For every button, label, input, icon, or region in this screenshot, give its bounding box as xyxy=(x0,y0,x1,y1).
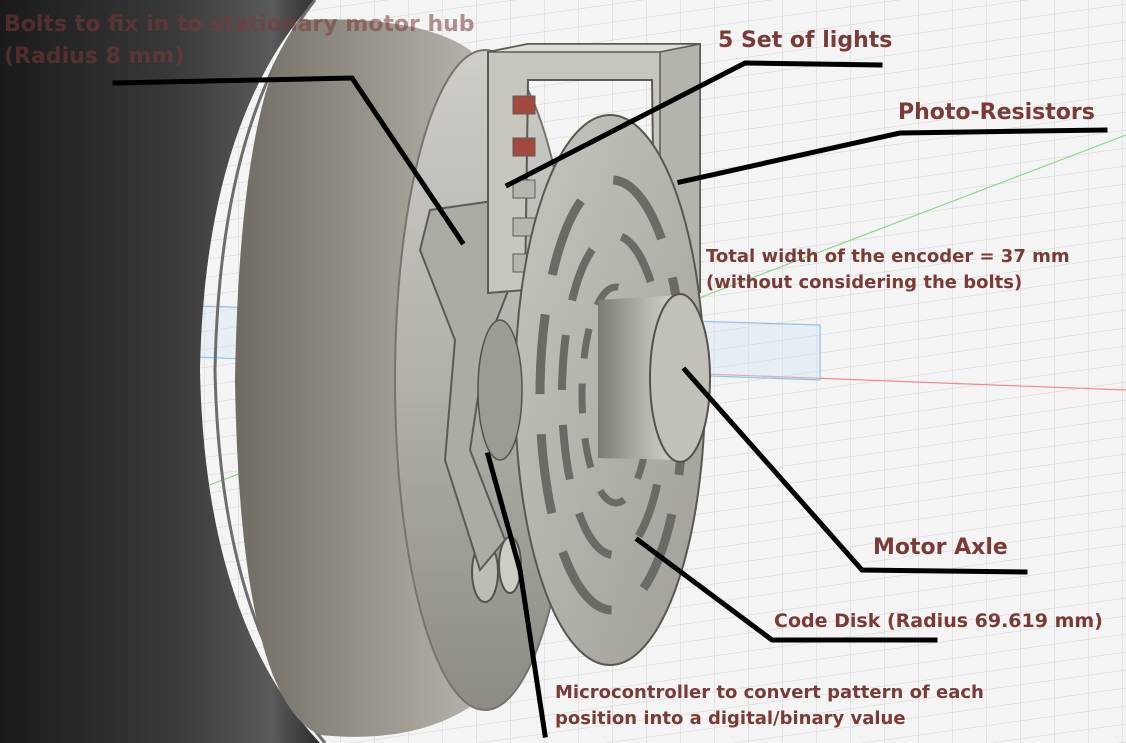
light-3 xyxy=(512,179,536,199)
leader-bolts xyxy=(112,75,466,246)
leader-lights xyxy=(504,60,883,189)
light-2 xyxy=(512,137,536,157)
leader-photo-resistors xyxy=(677,127,1108,185)
light-1 xyxy=(512,95,536,115)
label-bolts-line2: (Radius 8 mm) xyxy=(4,44,185,69)
label-width-line1: Total width of the encoder = 37 mm xyxy=(706,246,1070,267)
label-photo-resistors: Photo-Resistors xyxy=(898,100,1095,125)
leader-motor-axle xyxy=(681,366,1028,575)
label-micro-line2: position into a digital/binary value xyxy=(555,708,906,729)
wheel-tire xyxy=(0,0,320,743)
label-micro-line1: Microcontroller to convert pattern of ea… xyxy=(555,682,984,703)
label-lights: 5 Set of lights xyxy=(718,28,893,53)
leader-code-disk xyxy=(634,536,938,643)
label-bolts-line1: Bolts to fix in to stationary motor hub xyxy=(4,12,475,37)
label-width-line2: (without considering the bolts) xyxy=(706,272,1023,293)
label-motor-axle: Motor Axle xyxy=(873,535,1008,560)
leader-lines xyxy=(112,60,1108,738)
axle-collar xyxy=(477,319,523,461)
leader-microcontroller xyxy=(484,451,548,738)
label-code-disk: Code Disk (Radius 69.619 mm) xyxy=(774,610,1103,632)
axle-end xyxy=(649,293,711,463)
